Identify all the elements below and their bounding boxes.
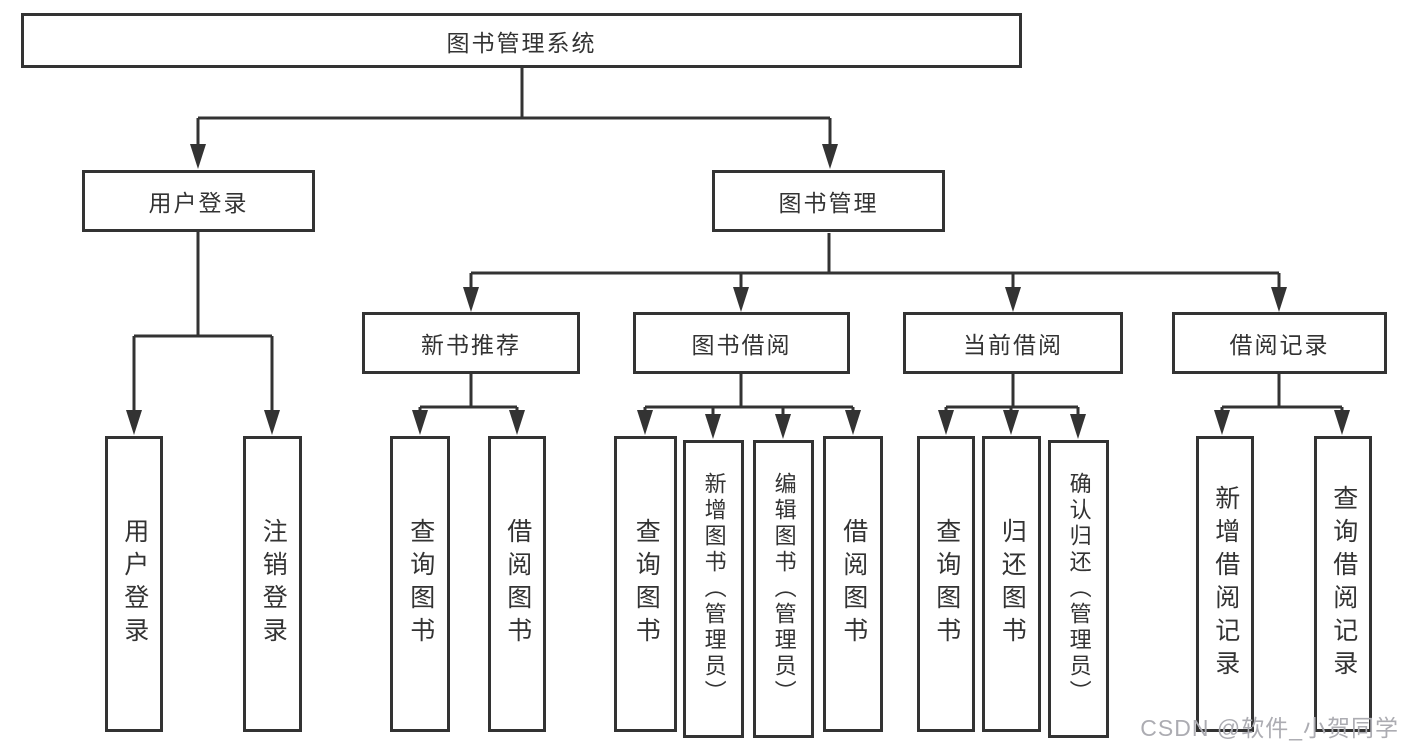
leaf-add-borrow-record: 新增借阅记录 <box>1196 436 1254 732</box>
leaf-query-books-2: 查询图书 <box>614 436 677 732</box>
leaf-borrow-books: 借阅图书 <box>488 436 546 732</box>
node-user-login-label: 用户登录 <box>148 190 249 216</box>
node-new-book-recommend-label: 新书推荐 <box>421 332 521 358</box>
leaf-query-books-3: 查询图书 <box>917 436 975 732</box>
leaf-query-books: 查询图书 <box>390 436 450 732</box>
leaf-query-books-label: 查询图书 <box>406 518 435 650</box>
leaf-edit-book-admin-label: 编辑图书（管理员） <box>771 472 797 706</box>
leaf-query-books-3-label: 查询图书 <box>932 518 961 650</box>
leaf-add-book-admin-label: 新增图书（管理员） <box>701 472 727 706</box>
leaf-logout: 注销登录 <box>243 436 302 732</box>
node-current-borrow-label: 当前借阅 <box>963 332 1063 358</box>
leaf-edit-book-admin: 编辑图书（管理员） <box>753 440 814 738</box>
csdn-watermark: CSDN @软件_小贺同学 <box>1140 715 1399 741</box>
leaf-return-book-label: 归还图书 <box>998 518 1027 650</box>
leaf-user-login-label: 用户登录 <box>120 518 149 650</box>
leaf-query-borrow-record-label: 查询借阅记录 <box>1329 485 1358 683</box>
leaf-logout-label: 注销登录 <box>259 518 288 650</box>
leaf-user-login: 用户登录 <box>105 436 163 732</box>
node-new-book-recommend: 新书推荐 <box>362 312 580 374</box>
leaf-add-borrow-record-label: 新增借阅记录 <box>1211 485 1240 683</box>
leaf-confirm-return-admin-label: 确认归还（管理员） <box>1066 472 1092 706</box>
leaf-borrow-books-2: 借阅图书 <box>823 436 883 732</box>
node-book-borrow-label: 图书借阅 <box>691 332 792 358</box>
leaf-query-books-2-label: 查询图书 <box>632 518 661 650</box>
node-user-login: 用户登录 <box>82 170 315 232</box>
node-book-management-label: 图书管理 <box>778 190 879 216</box>
node-root-label: 图书管理系统 <box>446 29 597 56</box>
node-book-borrow: 图书借阅 <box>633 312 850 374</box>
leaf-query-borrow-record: 查询借阅记录 <box>1314 436 1372 732</box>
arrowheads <box>126 144 1350 439</box>
leaf-borrow-books-2-label: 借阅图书 <box>839 518 868 650</box>
node-current-borrow: 当前借阅 <box>903 312 1123 374</box>
leaf-add-book-admin: 新增图书（管理员） <box>683 440 744 738</box>
leaf-return-book: 归还图书 <box>982 436 1041 732</box>
leaf-confirm-return-admin: 确认归还（管理员） <box>1048 440 1109 738</box>
node-root-system: 图书管理系统 <box>21 13 1022 68</box>
leaf-borrow-books-label: 借阅图书 <box>503 518 532 650</box>
node-book-management: 图书管理 <box>712 170 945 232</box>
node-borrow-records-label: 借阅记录 <box>1229 332 1330 358</box>
node-borrow-records: 借阅记录 <box>1172 312 1387 374</box>
